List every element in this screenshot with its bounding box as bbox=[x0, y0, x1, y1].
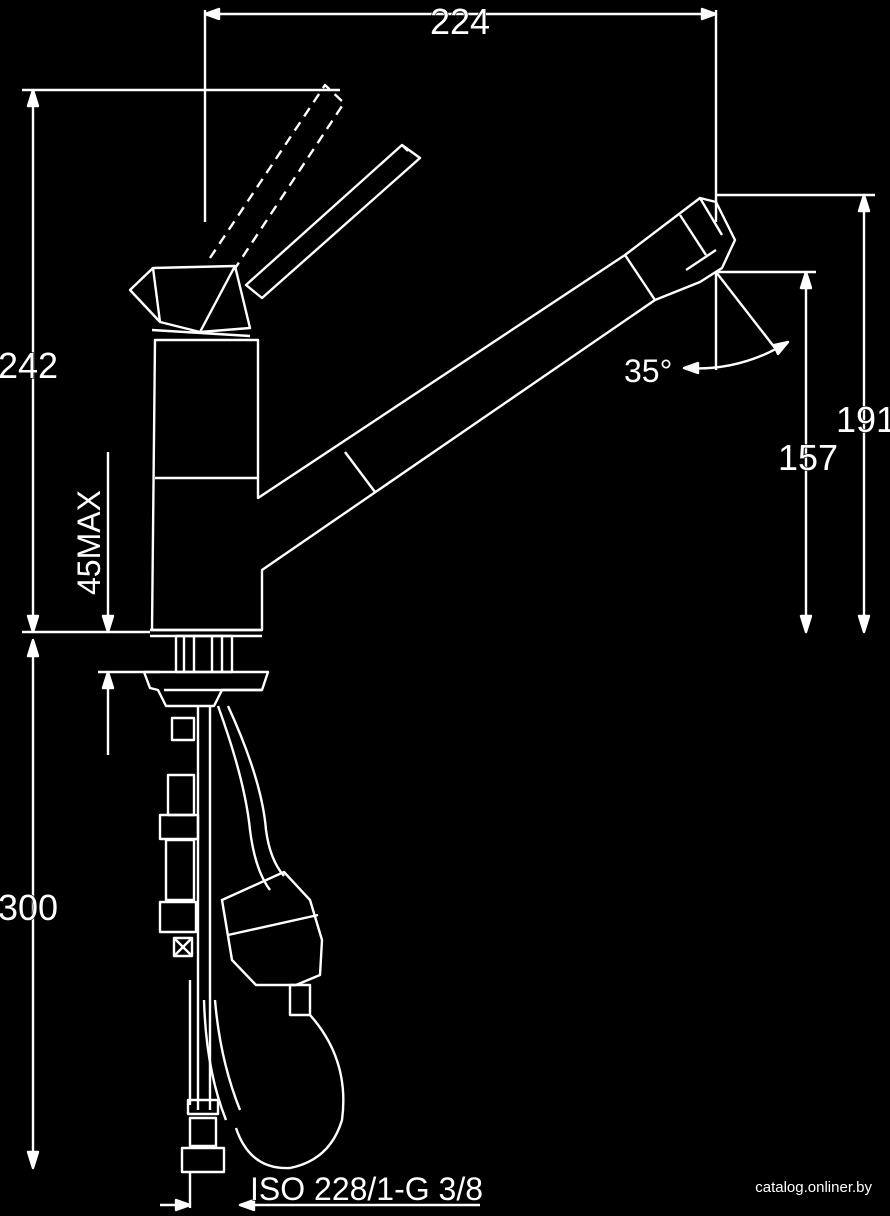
dimension-157-lines bbox=[718, 270, 816, 634]
dimension-191-lines bbox=[716, 193, 875, 634]
supply-rod bbox=[196, 706, 212, 1110]
spout-head bbox=[624, 196, 737, 302]
dimension-300-label: 300 bbox=[0, 887, 58, 928]
dimension-224-lines bbox=[203, 7, 718, 222]
braided-hose bbox=[202, 705, 285, 1121]
dimension-242-label: 242 bbox=[0, 345, 58, 386]
hose-loop bbox=[234, 1014, 345, 1170]
mounting-stud bbox=[142, 634, 270, 708]
connection-dimension-lines bbox=[160, 1198, 480, 1212]
dimension-300-lines bbox=[26, 638, 40, 1170]
dimension-157-label: 157 bbox=[778, 437, 838, 478]
watermark: catalog.onliner.by bbox=[755, 1179, 872, 1196]
connection-label: ISO 228/1-G 3/8 bbox=[250, 1171, 483, 1207]
hose-fittings bbox=[158, 716, 226, 1208]
dimension-224-label: 224 bbox=[430, 1, 490, 42]
hose-weight bbox=[220, 870, 324, 1017]
angle-35-label: 35° bbox=[624, 353, 672, 389]
faucet-body bbox=[150, 253, 657, 638]
lever bbox=[244, 143, 422, 300]
angle-35-lines bbox=[682, 271, 790, 375]
dimension-45max-label: 45MAX bbox=[71, 490, 107, 595]
dimension-191-label: 191 bbox=[836, 399, 890, 440]
handle-head bbox=[128, 264, 252, 338]
lever-alt-position bbox=[209, 83, 346, 271]
dimension-45max-lines bbox=[98, 452, 160, 755]
dimension-242-lines bbox=[22, 88, 340, 634]
